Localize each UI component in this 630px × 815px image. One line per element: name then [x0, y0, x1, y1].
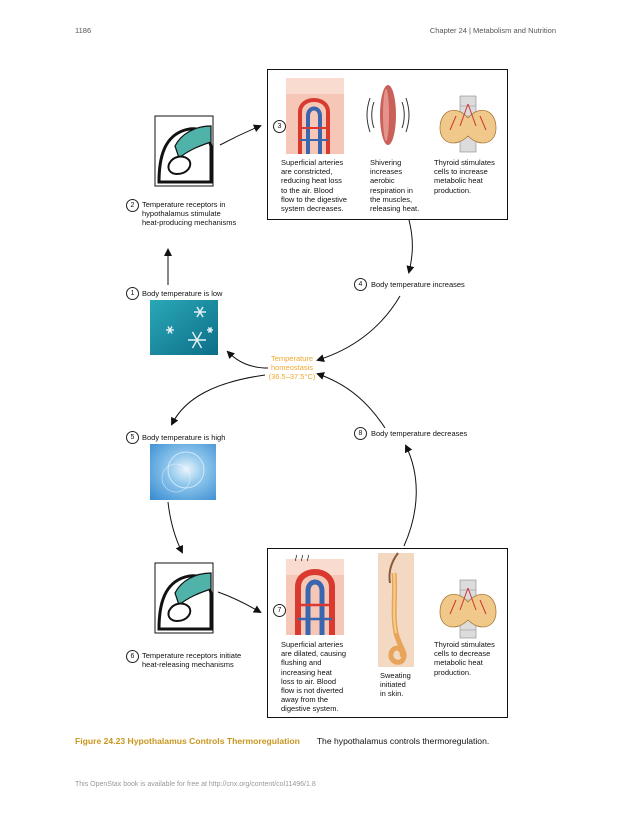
constricted-arteries-image	[286, 78, 344, 154]
arteries-line: increasing heat	[281, 667, 332, 677]
step-8-number: 8	[354, 427, 367, 440]
step-4-number: 4	[354, 278, 367, 291]
shivering-line: increases	[370, 167, 403, 177]
arteries-line: reducing heat loss	[281, 176, 342, 186]
step-6-text: Temperature receptors initiate heat-rele…	[142, 651, 241, 669]
hypothalamus-image-bottom	[154, 562, 214, 634]
center-label-line: Temperature	[270, 354, 314, 363]
hypothalamus-image-top	[154, 115, 214, 187]
arrow-increase-to-center	[316, 295, 401, 363]
caption-label: Figure 24.23 Hypothalamus Controls Therm…	[75, 736, 300, 746]
shivering-line: the muscles,	[370, 194, 413, 204]
sweat-gland-image	[378, 552, 414, 667]
page-number: 1186	[75, 26, 92, 35]
thyroid-line: metabolic heat	[434, 658, 483, 668]
figure-caption: Figure 24.23 Hypothalamus Controls Therm…	[75, 731, 489, 749]
step-2-line: heat-producing mechanisms	[142, 218, 237, 228]
arrow-bottom-panel-to-decrease	[403, 444, 417, 547]
thyroid-line: cells to decrease	[434, 649, 491, 659]
step-8-text: Body temperature decreases	[371, 429, 468, 438]
step-6-line: Temperature receptors initiate	[142, 651, 242, 660]
shivering-line: Shivering	[370, 158, 402, 167]
arteries-line: flow to the digestive	[281, 194, 347, 204]
thyroid-increase-text: Thyroid stimulates cells to increase met…	[434, 158, 495, 195]
dilated-arteries-text: Superficial arteries are dilated, causin…	[281, 640, 346, 714]
step-1-text: Body temperature is low	[142, 289, 223, 298]
chapter-header: Chapter 24 | Metabolism and Nutrition	[429, 26, 556, 35]
dilated-arteries-image	[286, 554, 344, 635]
thyroid-image-bottom	[439, 579, 497, 639]
shivering-muscle-image	[366, 85, 410, 145]
shivering-line: respiration in	[370, 185, 413, 195]
arteries-line: flushing and	[281, 658, 322, 668]
step-6-number: 6	[126, 650, 139, 663]
arteries-line: away from the	[281, 695, 329, 705]
thyroid-decrease-text: Thyroid stimulates cells to decrease met…	[434, 640, 495, 677]
step-1-number: 1	[126, 287, 139, 300]
thyroid-line: Thyroid stimulates	[434, 158, 495, 167]
arrow-center-to-high	[171, 374, 266, 426]
arrow-receptors-to-bottom-panel	[217, 591, 262, 614]
step-5-number: 5	[126, 431, 139, 444]
step-5-text: Body temperature is high	[142, 433, 226, 442]
arrow-center-to-low	[226, 350, 269, 369]
thyroid-line: cells to increase	[434, 167, 488, 177]
footer-text: This OpenStax book is available for free…	[75, 781, 316, 788]
step-6-line: heat-releasing mechanisms	[142, 660, 234, 670]
arteries-line: Superficial arteries	[281, 640, 344, 649]
shivering-line: releasing heat.	[370, 204, 420, 214]
sweating-line: Sweating	[380, 671, 411, 680]
arteries-line: system decreases.	[281, 204, 344, 214]
step-2-line: Temperature receptors in	[142, 200, 226, 209]
arteries-line: to the air. Blood	[281, 185, 334, 195]
center-label-line: (36.5–37.5°C)	[268, 372, 316, 381]
sweating-line: initiated	[380, 680, 406, 690]
constricted-arteries-text: Superficial arteries are constricted, re…	[281, 158, 347, 213]
heat-image	[150, 444, 216, 500]
arteries-line: digestive system.	[281, 704, 339, 714]
arrow-high-to-receptors	[167, 501, 183, 554]
sweating-text: Sweating initiated in skin.	[380, 671, 411, 699]
step-2-text: Temperature receptors in hypothalamus st…	[142, 200, 236, 228]
thyroid-line: production.	[434, 667, 472, 677]
center-label-line: homeostasis	[270, 363, 314, 372]
step-4-text: Body temperature increases	[371, 280, 465, 289]
thyroid-line: Thyroid stimulates	[434, 640, 495, 649]
arrow-receptors-to-panel	[219, 124, 262, 146]
snowflake-image	[150, 300, 218, 355]
step-3-number: 3	[273, 120, 286, 133]
shivering-line: aerobic	[370, 176, 395, 186]
caption-text: The hypothalamus controls thermoregulati…	[316, 736, 490, 746]
step-2-line: hypothalamus stimulate	[142, 209, 221, 219]
step-2-number: 2	[126, 199, 139, 212]
arteries-line: loss to air. Blood	[281, 676, 337, 686]
thyroid-line: production.	[434, 185, 472, 195]
arteries-line: are dilated, causing	[281, 649, 347, 659]
arrow-decrease-to-center	[316, 372, 386, 429]
temperature-homeostasis-label: Temperature homeostasis (36.5–37.5°C)	[260, 354, 324, 381]
shivering-text: Shivering increases aerobic respiration …	[370, 158, 419, 213]
arrow-panel-to-increase	[406, 219, 415, 274]
arteries-line: are constricted,	[281, 167, 333, 177]
step-7-number: 7	[273, 604, 286, 617]
thyroid-image-top	[439, 95, 497, 153]
sweating-line: in skin.	[380, 689, 404, 699]
arteries-line: Superficial arteries	[281, 158, 344, 167]
thyroid-line: metabolic heat	[434, 176, 483, 186]
arteries-line: flow is not diverted	[281, 686, 344, 696]
